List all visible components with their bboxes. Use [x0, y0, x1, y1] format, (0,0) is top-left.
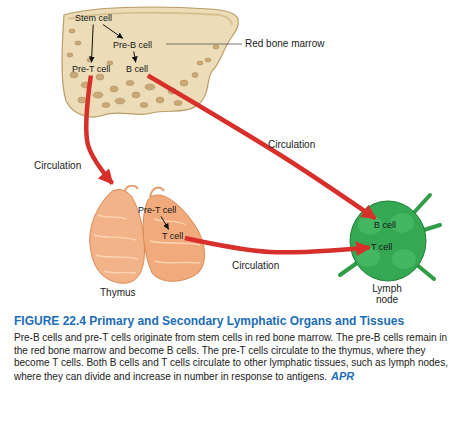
spongy-bone-space — [192, 73, 198, 78]
cell-label: Pre-B cell — [113, 40, 152, 50]
cell-label: B cell — [126, 64, 148, 74]
spongy-bone-space — [81, 82, 91, 88]
spongy-bone-space — [205, 58, 211, 62]
spongy-bone-space — [93, 92, 103, 98]
spongy-bone-space — [168, 88, 176, 94]
cell-label: B cell — [374, 220, 396, 230]
development-arrow — [134, 52, 136, 63]
cell-label: T cell — [371, 242, 392, 252]
cell-label: T cell — [371, 242, 392, 252]
spongy-bone-space — [156, 97, 164, 103]
spongy-bone-space — [67, 53, 73, 57]
cell-label: Pre-T cell — [72, 64, 110, 74]
cell-label: B cell — [126, 64, 148, 74]
edge-label: Circulation — [34, 160, 81, 171]
thymus-lobule — [154, 219, 186, 225]
cell-label: Pre-T cell — [72, 64, 110, 74]
thymus-lobule — [104, 271, 136, 273]
spongy-bone-space — [102, 103, 110, 108]
thymus-lobule — [150, 241, 200, 245]
spongy-bone-space — [87, 58, 93, 62]
lymph-node-body — [350, 201, 426, 281]
cell-label: Stem cell — [75, 13, 112, 23]
circulation-arrow — [86, 76, 112, 184]
cell-label: Pre-T cell — [138, 205, 176, 215]
cell-label: T cell — [162, 231, 183, 241]
cell-label: T cell — [162, 231, 183, 241]
thymus-lobule — [94, 235, 136, 240]
cell-label: Pre-B cell — [113, 40, 152, 50]
circulation-arrow — [148, 76, 375, 219]
organ-label: Lymph node — [362, 283, 412, 305]
cell-label: Stem cell — [75, 13, 112, 23]
organ-label: Thymus — [100, 287, 136, 298]
organ-label: Red bone marrow — [245, 38, 324, 49]
thymus-lobule — [96, 255, 138, 259]
thymus-organ: ThymusPre-T cellT cell — [80, 185, 210, 285]
lymph-nodule — [392, 249, 416, 269]
spongy-bone-space — [126, 81, 134, 86]
figure-title: FIGURE 22.4 Primary and Secondary Lympha… — [14, 314, 404, 328]
spongy-bone-space — [115, 98, 125, 104]
lymph-illustration — [340, 195, 435, 285]
bone-body — [62, 7, 238, 117]
spongy-bone-space — [213, 45, 219, 49]
spongy-bone-space — [174, 101, 182, 106]
logo-label: APR — [331, 370, 354, 382]
circulation-arrow — [185, 238, 370, 252]
edge-label: Circulation — [268, 139, 315, 150]
spongy-bone-space — [75, 41, 81, 45]
development-arrow — [91, 25, 93, 63]
caption-block: Pre-B cells and pre-T cells originate fr… — [14, 332, 460, 383]
thymus-lobe — [90, 190, 145, 284]
figure-caption: Pre-B cells and pre-T cells originate fr… — [14, 332, 448, 382]
spongy-bone-space — [145, 84, 155, 90]
spongy-bone-space — [110, 86, 118, 92]
thymus-illustration — [80, 185, 210, 285]
spongy-bone-space — [197, 61, 203, 65]
thymus-lobule — [154, 261, 200, 263]
thymus-lobule — [98, 215, 126, 219]
bone-organ: Red bone marrowStem cellPre-B cellPre-T … — [60, 5, 240, 120]
spongy-bone-space — [132, 92, 140, 98]
spongy-bone-space — [78, 97, 86, 103]
cell-label: Pre-T cell — [138, 205, 176, 215]
leader-line — [166, 44, 242, 45]
development-arrow — [161, 217, 169, 230]
development-arrow — [103, 25, 123, 39]
spongy-bone-space — [180, 80, 188, 86]
spongy-bone-space — [96, 74, 104, 80]
spongy-bone-space — [140, 103, 148, 108]
lymph-node-organ: Lymph nodeB cellT cell — [340, 195, 435, 285]
bone-cortex — [68, 13, 232, 25]
cell-label: B cell — [374, 220, 396, 230]
edge-label: Circulation — [232, 260, 279, 271]
spongy-bone-space — [69, 29, 75, 33]
